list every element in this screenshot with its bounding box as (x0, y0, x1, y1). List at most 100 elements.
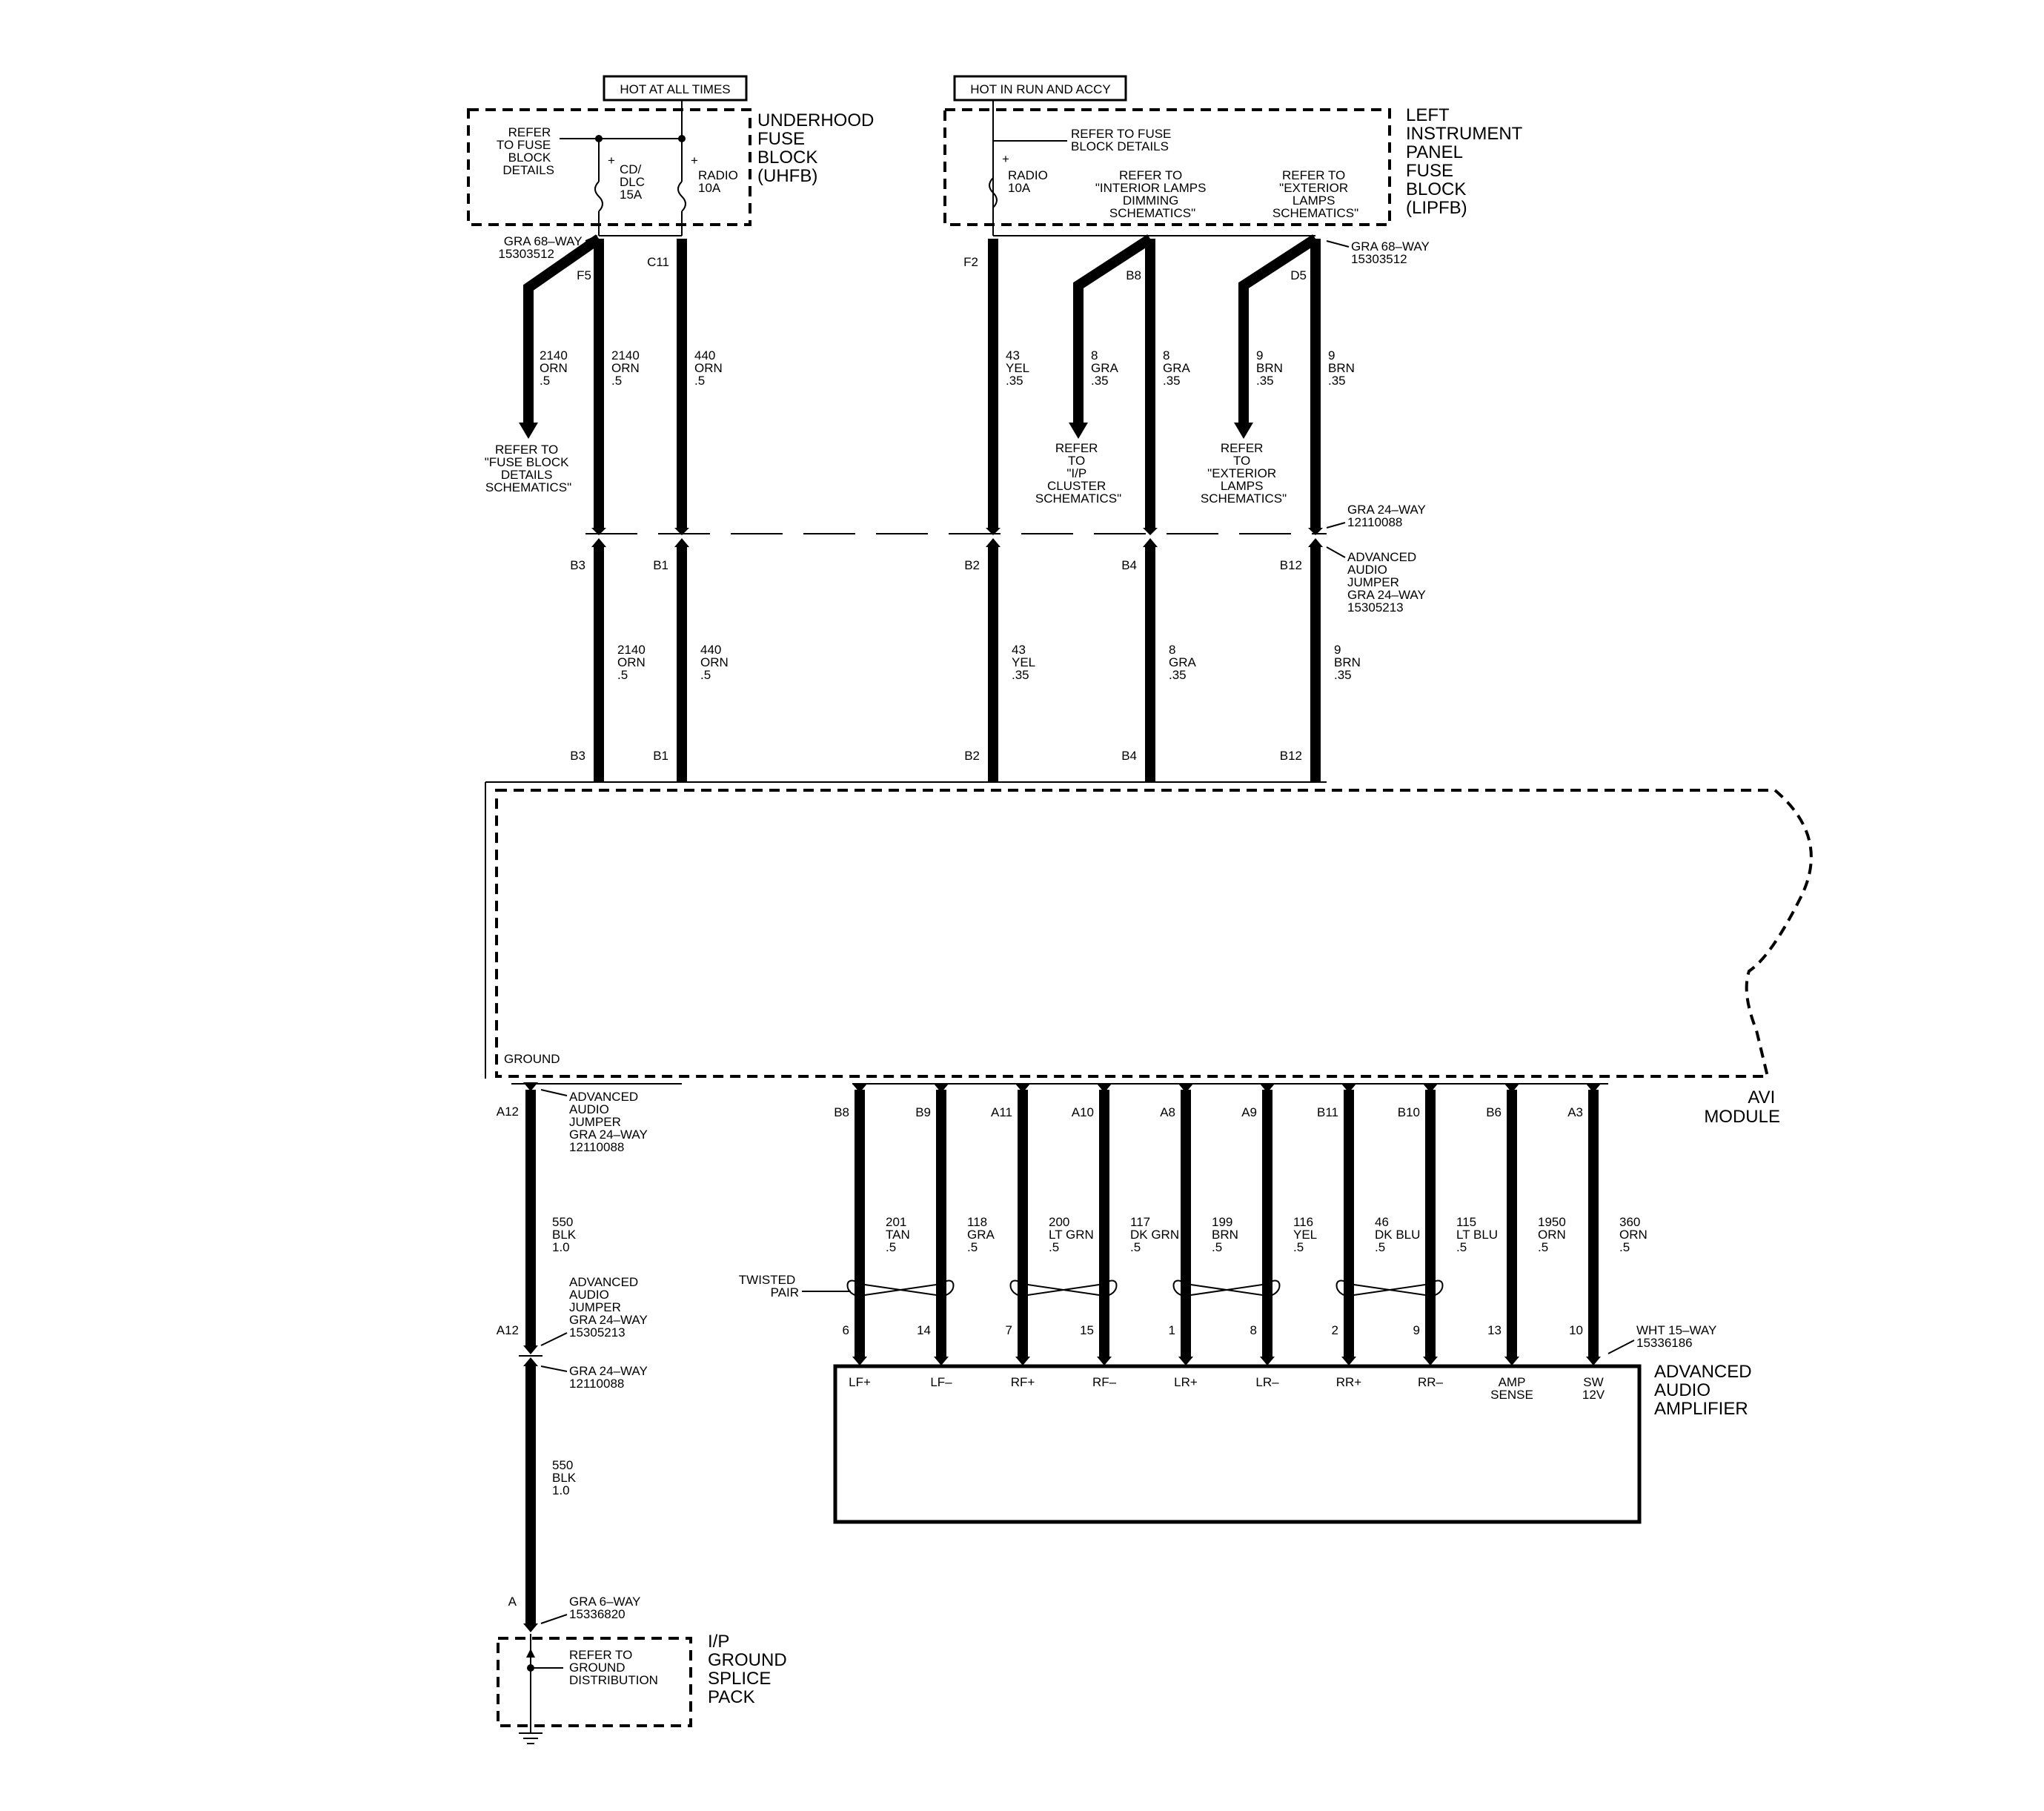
wire-2140-branch (523, 234, 602, 426)
avi-pin-label: A11 (991, 1105, 1012, 1119)
wire-terminal-bottom (1504, 1357, 1519, 1365)
amp-terminal-label: LF– (930, 1375, 952, 1389)
ground-conn-mid-label: GRA 24–WAY 12110088 (569, 1364, 651, 1391)
ground-jumper-top-label: ADVANCED AUDIO JUMPER GRA 24–WAY 1211008… (569, 1090, 651, 1154)
twisted-pair-loop (1104, 1279, 1118, 1297)
wire-terminal-bottom (852, 1357, 867, 1365)
cd-dlc-fuse-label: CD/ DLC 15A (620, 162, 648, 202)
amp-pin-label: 1 (1169, 1323, 1175, 1337)
pin-b3-bottom: B3 (570, 749, 585, 763)
lipfb-refer-label: REFER TO FUSE BLOCK DETAILS (1071, 127, 1175, 153)
pin-b1-bottom: B1 (653, 749, 668, 763)
ip-cluster-refer-label: REFER TO "I/P CLUSTER SCHEMATICS" (1035, 441, 1121, 506)
wire-terminal-top (1341, 1084, 1356, 1093)
pin-b8-upper: B8 (1126, 268, 1141, 282)
pin-b1-top: B1 (653, 558, 668, 572)
wire-terminal-bottom (934, 1357, 949, 1365)
avi-module: GROUND AVI MODULE (485, 781, 1813, 1127)
twisted-pair-cross (859, 1283, 942, 1297)
wire-2140-branch-label: 2140 ORN .5 (540, 348, 571, 388)
amp-pin-label: 2 (1332, 1323, 1338, 1337)
amp-terminal-label: LF+ (849, 1375, 871, 1389)
svg-text:+: + (608, 153, 615, 168)
wire-43-mid-label: 43 YEL .35 (1012, 643, 1038, 682)
left-ip-fuse-block: + REFER TO FUSE BLOCK DETAILS RADIO 10A … (943, 105, 1523, 236)
wire-terminal-top (1260, 1084, 1275, 1093)
twisted-pair-loop (1009, 1279, 1023, 1297)
twisted-pair-cross (1185, 1283, 1268, 1297)
amp-pin-label: 8 (1250, 1323, 1257, 1337)
amp-pin-label: 13 (1487, 1323, 1502, 1337)
amp-terminal-label: LR+ (1174, 1375, 1198, 1389)
pin-b4-bottom: B4 (1121, 749, 1137, 763)
pin-a-bottom: A (508, 1595, 517, 1609)
wire-terminal-top (852, 1084, 867, 1093)
pin-d5: D5 (1290, 268, 1307, 282)
avi-pin-label: A9 (1241, 1105, 1257, 1119)
hot-in-run-banner: HOT IN RUN AND ACCY (953, 75, 1127, 102)
avi-pin-label: A10 (1072, 1105, 1094, 1119)
ground-jumper-bottom-label: ADVANCED AUDIO JUMPER GRA 24–WAY 1530521… (569, 1275, 651, 1340)
avi-pin-label: B6 (1486, 1105, 1502, 1119)
wire-terminal-bottom (1178, 1357, 1193, 1365)
amp-terminal-label: RF– (1092, 1375, 1117, 1389)
uhfb-title: UNDERHOOD FUSE BLOCK (UHFB) (757, 110, 879, 186)
wire-440-mid-label: 440 ORN .5 (700, 643, 732, 682)
uhfb-connector-label: GRA 68–WAY 15303512 (498, 234, 585, 261)
ground-conn-bottom-label: GRA 6–WAY 15336820 (569, 1595, 644, 1621)
underhood-fuse-block: REFER TO FUSE BLOCK DETAILS + + CD/ DLC … (467, 108, 879, 236)
svg-text:+: + (1002, 152, 1009, 166)
wire-terminal-top (1504, 1084, 1519, 1093)
avi-pin-label: A8 (1160, 1105, 1175, 1119)
avi-pin-label: B11 (1317, 1105, 1338, 1119)
wire-terminal-top (1097, 1084, 1112, 1093)
amp-pin-label: 14 (917, 1323, 931, 1337)
pin-b2-top: B2 (964, 558, 980, 572)
wire-8-mid-label: 8 GRA .35 (1169, 643, 1199, 682)
pin-b12-bottom: B12 (1280, 749, 1302, 763)
mid-connector-terminals (591, 528, 1323, 547)
wire-9-mid-label: 9 BRN .35 (1334, 643, 1364, 682)
amp-terminal-label: RR– (1418, 1375, 1444, 1389)
amp-terminal-label: LR– (1255, 1375, 1279, 1389)
amp-pin-label: 15 (1080, 1323, 1094, 1337)
amp-terminal-label: RF+ (1011, 1375, 1035, 1389)
ground-path (511, 1082, 682, 1632)
avi-module-title: AVI MODULE (1704, 1087, 1780, 1127)
wire-9-label: 9 BRN .35 (1328, 348, 1358, 388)
twisted-pair-cross (1348, 1283, 1431, 1297)
wire-9-branch (1238, 234, 1318, 426)
twisted-pair-label: TWISTED PAIR (739, 1273, 799, 1300)
interior-lamps-refer-label: REFER TO "INTERIOR LAMPS DIMMING SCHEMAT… (1095, 168, 1210, 220)
wire-440-label: 440 ORN .5 (694, 348, 726, 388)
advanced-audio-amplifier: ADVANCED AUDIO AMPLIFIER (833, 1362, 1752, 1524)
pin-c11: C11 (647, 255, 669, 269)
twisted-pair-loop (940, 1279, 955, 1297)
twisted-pair-loop (1267, 1279, 1281, 1297)
arrow-icon (1069, 423, 1088, 439)
pin-b2-bottom: B2 (964, 749, 980, 763)
exterior-lamps-refer-lower-label: REFER TO "EXTERIOR LAMPS SCHEMATICS" (1201, 441, 1287, 506)
wire-2140-mid-label: 2140 ORN .5 (617, 643, 649, 682)
pin-b4-top: B4 (1121, 558, 1137, 572)
wire-8-label: 8 GRA .35 (1163, 348, 1193, 388)
wire-terminal-top (1015, 1084, 1030, 1093)
svg-text:HOT AT ALL TIMES: HOT AT ALL TIMES (620, 82, 730, 96)
ip-ground-splice-pack: REFER TO GROUND DISTRIBUTION I/P GROUND … (497, 1632, 787, 1744)
wire-550-upper-label: 550 BLK 1.0 (552, 1215, 580, 1254)
wire-terminal-top (1423, 1084, 1438, 1093)
uhfb-radio-fuse-label: RADIO 10A (698, 168, 742, 195)
wire-terminal-bottom (1015, 1357, 1030, 1365)
amp-terminal-label: RR+ (1336, 1375, 1362, 1389)
pin-f2: F2 (963, 255, 978, 269)
amp-pin-label: 7 (1006, 1323, 1012, 1337)
svg-text:HOT IN RUN AND ACCY: HOT IN RUN AND ACCY (970, 82, 1111, 96)
